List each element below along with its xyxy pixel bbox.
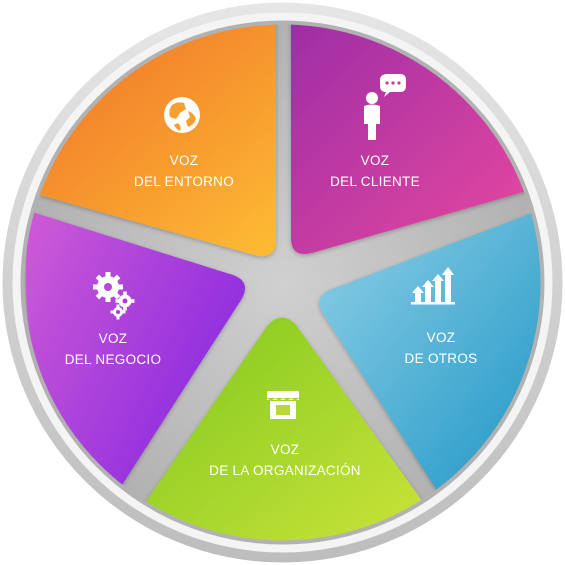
storefront-icon (267, 391, 299, 419)
label-otros-line2: DE OTROS (405, 351, 478, 366)
label-negocio-line2: DEL NEGOCIO (65, 352, 162, 367)
segment-cliente-shape (291, 24, 530, 254)
label-organizacion-line1: VOZ (271, 442, 300, 457)
label-cliente-line2: DEL CLIENTE (330, 174, 420, 189)
label-cliente-line1: VOZ (361, 153, 390, 168)
gears-icon (93, 272, 135, 320)
segment-negocio-shape (25, 212, 246, 485)
label-organizacion-line2: DE LA ORGANIZACIÓN (209, 463, 361, 478)
segment-otros-shape (319, 212, 541, 495)
segment-organizacion[interactable] (140, 317, 425, 552)
label-entorno-line1: VOZ (170, 153, 199, 168)
label-negocio-line1: VOZ (99, 331, 128, 346)
segment-otros[interactable] (319, 212, 543, 495)
growth-arrows-icon (411, 267, 455, 305)
label-entorno-line2: DEL ENTORNO (134, 174, 234, 189)
globe-icon (164, 97, 200, 133)
person-speech-icon (364, 74, 406, 140)
segment-negocio[interactable] (25, 212, 246, 485)
segment-organizacion-shape (140, 317, 425, 541)
label-otros-line1: VOZ (427, 330, 456, 345)
segment-cliente[interactable] (291, 20, 530, 254)
